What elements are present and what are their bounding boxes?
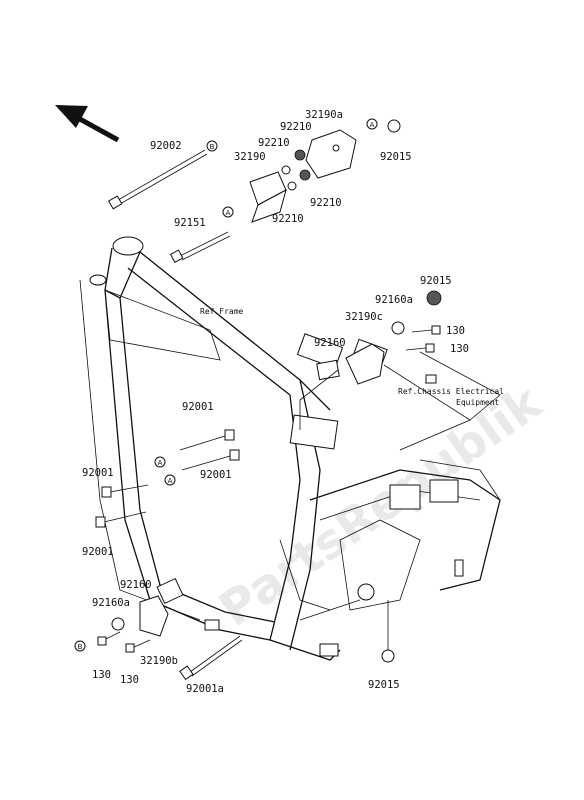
- rubber-92160-right: [316, 359, 340, 381]
- svg-text:A: A: [168, 477, 173, 485]
- label-32190b: 32190b: [140, 655, 178, 667]
- label-ref-frame: Ref.Frame: [200, 307, 244, 316]
- clip-ref-chassis: [425, 374, 437, 384]
- label-130-l2: 130: [120, 674, 139, 686]
- label-92160a-r: 92160a: [375, 294, 413, 306]
- nut-92015-right: [426, 290, 442, 306]
- bolt-130-left-2: [125, 639, 151, 653]
- bracket-32190a: [305, 129, 357, 179]
- label-92210-b: 92210: [272, 213, 304, 225]
- bolts-92001-left: [95, 484, 149, 528]
- svg-text:B: B: [210, 143, 215, 151]
- nut-92015-top: [387, 119, 401, 133]
- label-130-1: 130: [446, 325, 465, 337]
- direction-arrow-icon: [55, 105, 120, 143]
- label-92210-mid: 92210: [258, 137, 290, 149]
- label-92015-top: 92015: [380, 151, 412, 163]
- label-92001-d: 92001: [82, 546, 114, 558]
- svg-text:A: A: [226, 209, 231, 217]
- leader-lines: [299, 351, 501, 451]
- motorcycle-frame: [79, 236, 501, 661]
- bolt-92002: [107, 149, 208, 210]
- watermark: PartsRepublik: [209, 374, 552, 638]
- label-ref-chassis-2: Equipment: [456, 398, 500, 407]
- nuts-92210: [281, 149, 311, 191]
- bolt-92001a: [179, 635, 243, 681]
- callout-b-top: B: [206, 140, 218, 152]
- callout-a-3: A: [154, 456, 166, 468]
- bracket-32190b: [139, 595, 169, 637]
- callout-a-2: A: [366, 118, 378, 130]
- bolts-92001-upper: [179, 429, 240, 471]
- label-32190a: 32190a: [305, 109, 343, 121]
- label-32190: 32190: [234, 151, 266, 163]
- bolt-92151: [169, 231, 231, 263]
- nut-92015-bottom: [381, 600, 395, 663]
- label-92160-r: 92160: [314, 337, 346, 349]
- bracket-32190c: [345, 343, 385, 385]
- washer-92160a-left: [111, 617, 125, 631]
- svg-text:B: B: [78, 643, 83, 651]
- label-92210-r: 92210: [310, 197, 342, 209]
- washer-92160a-right: [391, 321, 405, 335]
- label-92151: 92151: [174, 217, 206, 229]
- label-130-l1: 130: [92, 669, 111, 681]
- svg-text:A: A: [370, 121, 375, 129]
- rubber-92160-left: [156, 577, 184, 605]
- label-ref-chassis: Ref.Chassis Electrical: [398, 387, 504, 396]
- label-92001-c: 92001: [82, 467, 114, 479]
- svg-text:A: A: [158, 459, 163, 467]
- bolt-130-1: [411, 325, 441, 335]
- label-92001-a: 92001: [182, 401, 214, 413]
- callout-b-bottom: B: [74, 640, 86, 652]
- label-92160a-l: 92160a: [92, 597, 130, 609]
- label-92210-top: 92210: [280, 121, 312, 133]
- callout-a-1: A: [222, 206, 234, 218]
- bolt-130-2: [405, 343, 435, 353]
- bracket-32190: [249, 171, 287, 223]
- label-32190c: 32190c: [345, 311, 383, 323]
- bolt-130-left-1: [97, 631, 121, 646]
- label-92001a: 92001a: [186, 683, 224, 695]
- label-92015-bottom: 92015: [368, 679, 400, 691]
- label-92002: 92002: [150, 140, 182, 152]
- label-130-2: 130: [450, 343, 469, 355]
- label-92160-l: 92160: [120, 579, 152, 591]
- callout-a-4: A: [164, 474, 176, 486]
- label-92015-r: 92015: [420, 275, 452, 287]
- label-92001-b: 92001: [200, 469, 232, 481]
